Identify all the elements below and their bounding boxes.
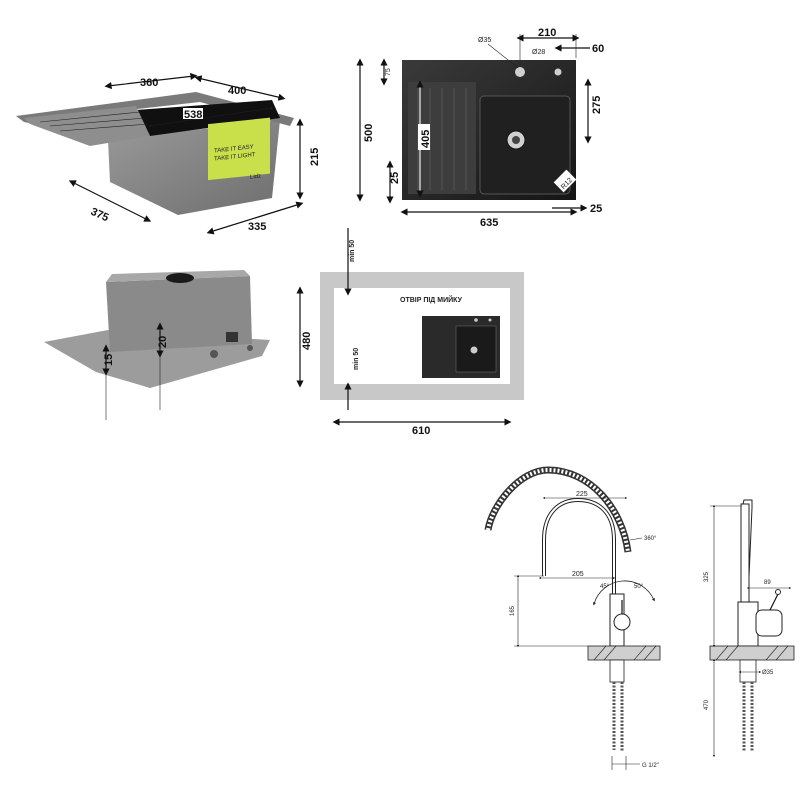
countertop-front (587, 645, 661, 661)
dim-reach-lower: 205 (572, 571, 584, 578)
dim-angle-left: 45° (600, 584, 610, 590)
sink-top-bowl (479, 95, 571, 195)
dim-hole-small: Ø28 (532, 49, 545, 56)
dim-top-offset: 210 (538, 27, 556, 39)
faucet-side-handle-icon (755, 609, 783, 637)
dim-min-top: min 50 (349, 240, 356, 262)
dim-spout-height: 165 (510, 605, 516, 616)
faucet-handle-icon (613, 613, 631, 631)
dim-total-height: 500 (363, 124, 375, 142)
faucet-side-view: 325 89 Ø35 470 (704, 499, 795, 758)
dim-mount-20: 20 (157, 336, 169, 348)
dim-bowl-height: 275 (591, 96, 603, 114)
drain-outlet-icon (166, 273, 194, 283)
dim-height: 215 (309, 148, 321, 166)
cutout-title: ОТВІР ПІД МИЙКУ (400, 295, 463, 304)
dim-hole-faucet: Ø35 (478, 37, 491, 44)
dim-reach-upper: 225 (576, 491, 588, 498)
sink-bottom-basin (106, 276, 252, 352)
sink-drainboard (24, 106, 150, 146)
dim-right-offset: 60 (592, 43, 604, 55)
sink-top-view: Ø35 Ø28 210 60 75 275 500 405 25 R12 635… (356, 27, 604, 229)
dim-width-top: 360 (140, 77, 158, 89)
faucet-hoses (612, 682, 624, 752)
dim-drainboard-height: 405 (420, 130, 432, 148)
dim-handle-offset: 89 (764, 580, 771, 586)
dim-hose-length: 470 (704, 699, 710, 710)
faucet-front-view: 225 360° 205 45° 50° 165 G 1/2" (484, 466, 661, 770)
dim-depth-left: 375 (89, 206, 111, 224)
dim-hole-diameter: Ø35 (762, 670, 774, 676)
product-label (208, 117, 270, 181)
dim-total-width: 635 (480, 217, 498, 229)
label-line2: TAKE IT LIGHT (214, 152, 256, 162)
dim-top-margin: 75 (385, 68, 392, 76)
label-brand: Lidz (250, 174, 261, 181)
dim-cutout-height: 480 (301, 332, 313, 350)
dim-width-right: 400 (228, 85, 246, 97)
sink-perspective-view: TAKE IT EASY TAKE IT LIGHT Lidz 360 400 … (16, 72, 321, 235)
dim-thread: G 1/2" (642, 763, 659, 769)
dim-angle-right: 50° (634, 584, 644, 590)
dim-cutout-width: 610 (412, 425, 430, 437)
dim-min-left: min 50 (353, 348, 360, 370)
dim-mount-15: 15 (103, 354, 115, 366)
countertop-side (709, 645, 795, 661)
dim-diagonal: 538 (184, 109, 202, 121)
dim-right-margin: 25 (590, 203, 602, 215)
cutout-diagram: ОТВІР ПІД МИЙКУ min 50 min 50 480 610 (296, 228, 524, 437)
label-line1: TAKE IT EASY (214, 144, 254, 154)
dim-bottom-margin: 25 (389, 172, 401, 184)
dim-bottom-width: 335 (248, 221, 266, 233)
faucet-side-body (737, 601, 759, 647)
dim-side-total-height: 325 (704, 571, 710, 582)
overflow-hole-icon (554, 68, 562, 76)
sink-bottom-view: 15 20 (44, 270, 270, 420)
faucet-side-hoses (742, 682, 754, 752)
faucet-rigid-spout (542, 497, 616, 596)
faucet-side-spout (741, 499, 753, 601)
faucet-hole-icon (515, 67, 525, 77)
dim-rotation: 360° (644, 536, 657, 542)
